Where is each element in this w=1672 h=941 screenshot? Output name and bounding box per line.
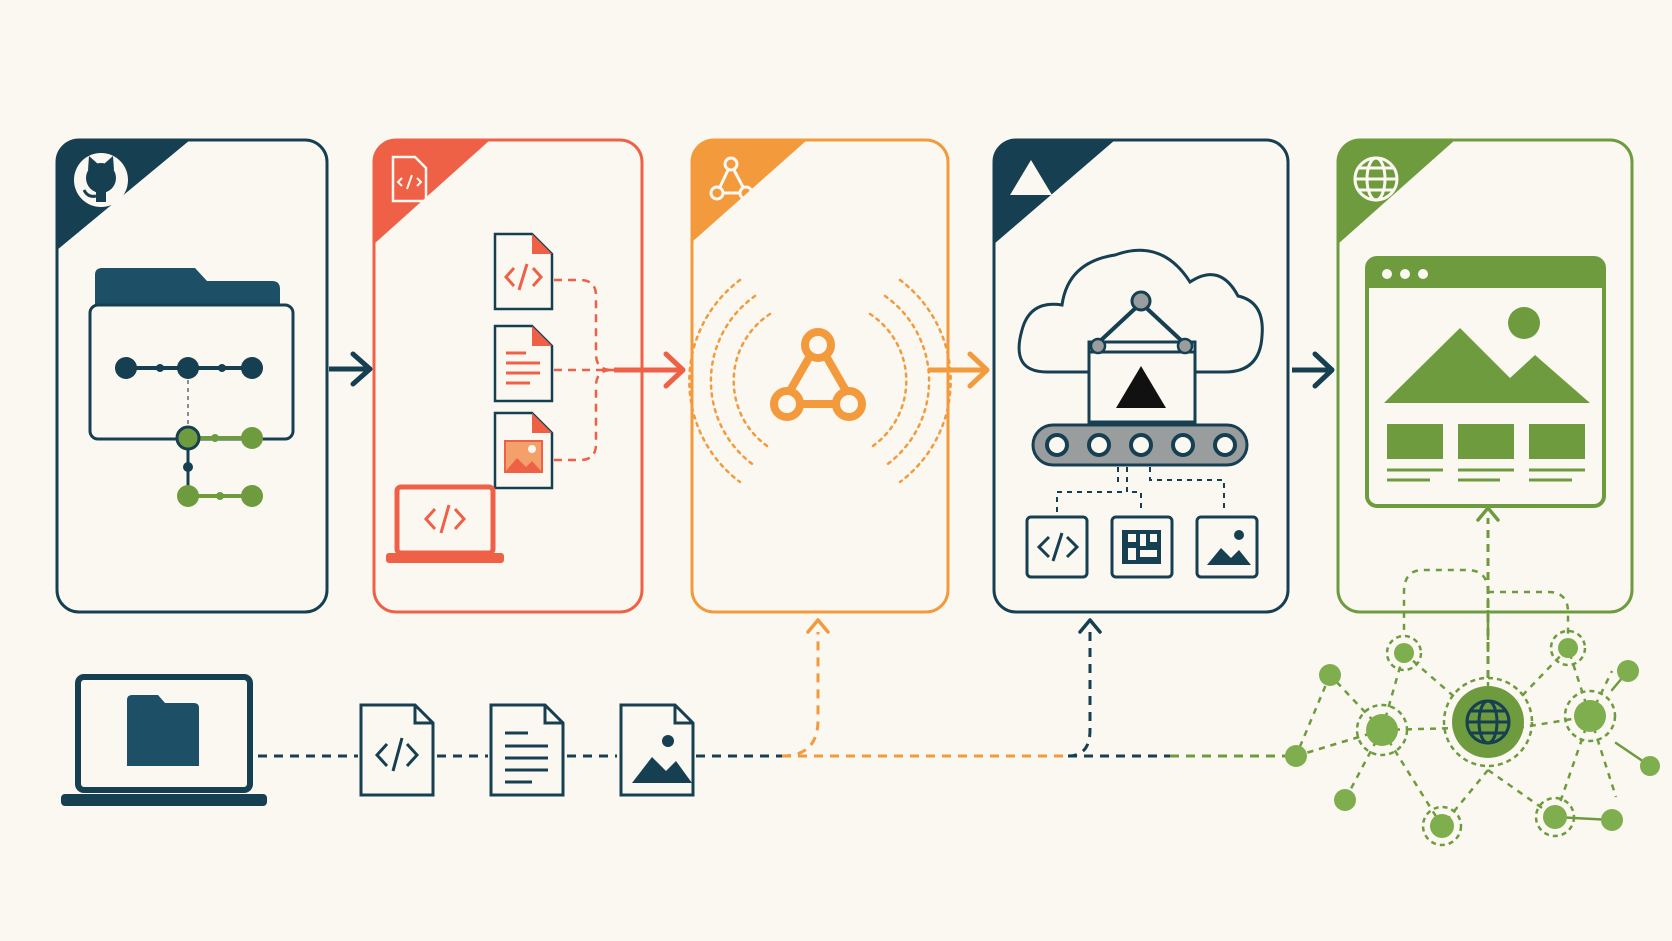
cdn-node (1617, 660, 1639, 682)
commit-node (241, 357, 263, 379)
code-file-icon (391, 155, 428, 203)
webhook-trigger-arrow (781, 618, 830, 758)
stage-repository (55, 138, 329, 614)
corner-tab (1338, 140, 1455, 244)
cdn-network (1285, 506, 1660, 847)
branch-node (175, 425, 201, 451)
stage-card (992, 138, 1290, 614)
arrow-webhook-to-build (928, 351, 990, 389)
commit-graph (115, 357, 263, 507)
triangle-logo-icon (1010, 160, 1052, 195)
text-file-icon (493, 324, 554, 403)
cdn-to-site-arrow (1476, 506, 1500, 678)
browser-window-icon (1365, 256, 1606, 508)
cdn-node (1319, 664, 1341, 686)
branch-node (241, 485, 263, 507)
stage-card (372, 138, 644, 614)
stage-card (690, 138, 950, 614)
code-file-icon (359, 703, 435, 797)
conveyor-belt (1031, 423, 1249, 467)
cdn-nodes (1285, 638, 1660, 838)
cdn-node (1601, 809, 1623, 831)
corner-tab (374, 140, 490, 244)
globe-icon (1353, 156, 1399, 202)
text-file-icon (489, 703, 565, 797)
laptop-code-icon (386, 484, 504, 563)
cdn-node (1543, 805, 1567, 829)
local-laptop-icon (61, 674, 267, 806)
arrow-code-to-webhook (614, 351, 686, 389)
webhook-icon (709, 156, 754, 201)
cdn-node (1366, 714, 1398, 746)
stage-live-site (1336, 138, 1634, 614)
arrow-build-to-site (1292, 351, 1335, 389)
code-icon (1025, 515, 1089, 579)
deploy-block-icon (1087, 290, 1197, 424)
cdn-node (1430, 814, 1454, 838)
image-file-icon (493, 411, 554, 490)
cdn-node (1334, 789, 1356, 811)
stage-card (1336, 138, 1634, 614)
branch-node (177, 485, 199, 507)
code-file-icon (493, 232, 554, 311)
branch-node (241, 427, 263, 449)
stage-build-deploy (992, 138, 1290, 614)
corner-tab (692, 140, 807, 242)
cdn-node (1574, 700, 1606, 732)
cdn-node (1640, 756, 1660, 776)
stage-webhook (688, 138, 952, 614)
cdn-node (1558, 638, 1578, 658)
build-output-connectors (1056, 467, 1225, 512)
cdn-node (1394, 643, 1414, 663)
image-file-icon (619, 703, 695, 797)
grid-icon (1110, 515, 1174, 579)
image-icon (1195, 515, 1259, 579)
file-merge-connectors (554, 278, 620, 462)
corner-tab (994, 140, 1115, 244)
corner-tab (57, 140, 190, 250)
stage-code-changes (372, 138, 644, 614)
build-trigger-arrow (1067, 618, 1102, 758)
folder-icon (88, 268, 295, 441)
cdn-node (1285, 745, 1307, 767)
commit-node (177, 357, 199, 379)
arrow-repo-to-code (329, 351, 373, 387)
commit-node (115, 357, 137, 379)
stage-card (55, 138, 329, 614)
webhook-signal-icon (688, 278, 952, 484)
github-icon (74, 153, 128, 207)
globe-icon (1452, 686, 1524, 758)
